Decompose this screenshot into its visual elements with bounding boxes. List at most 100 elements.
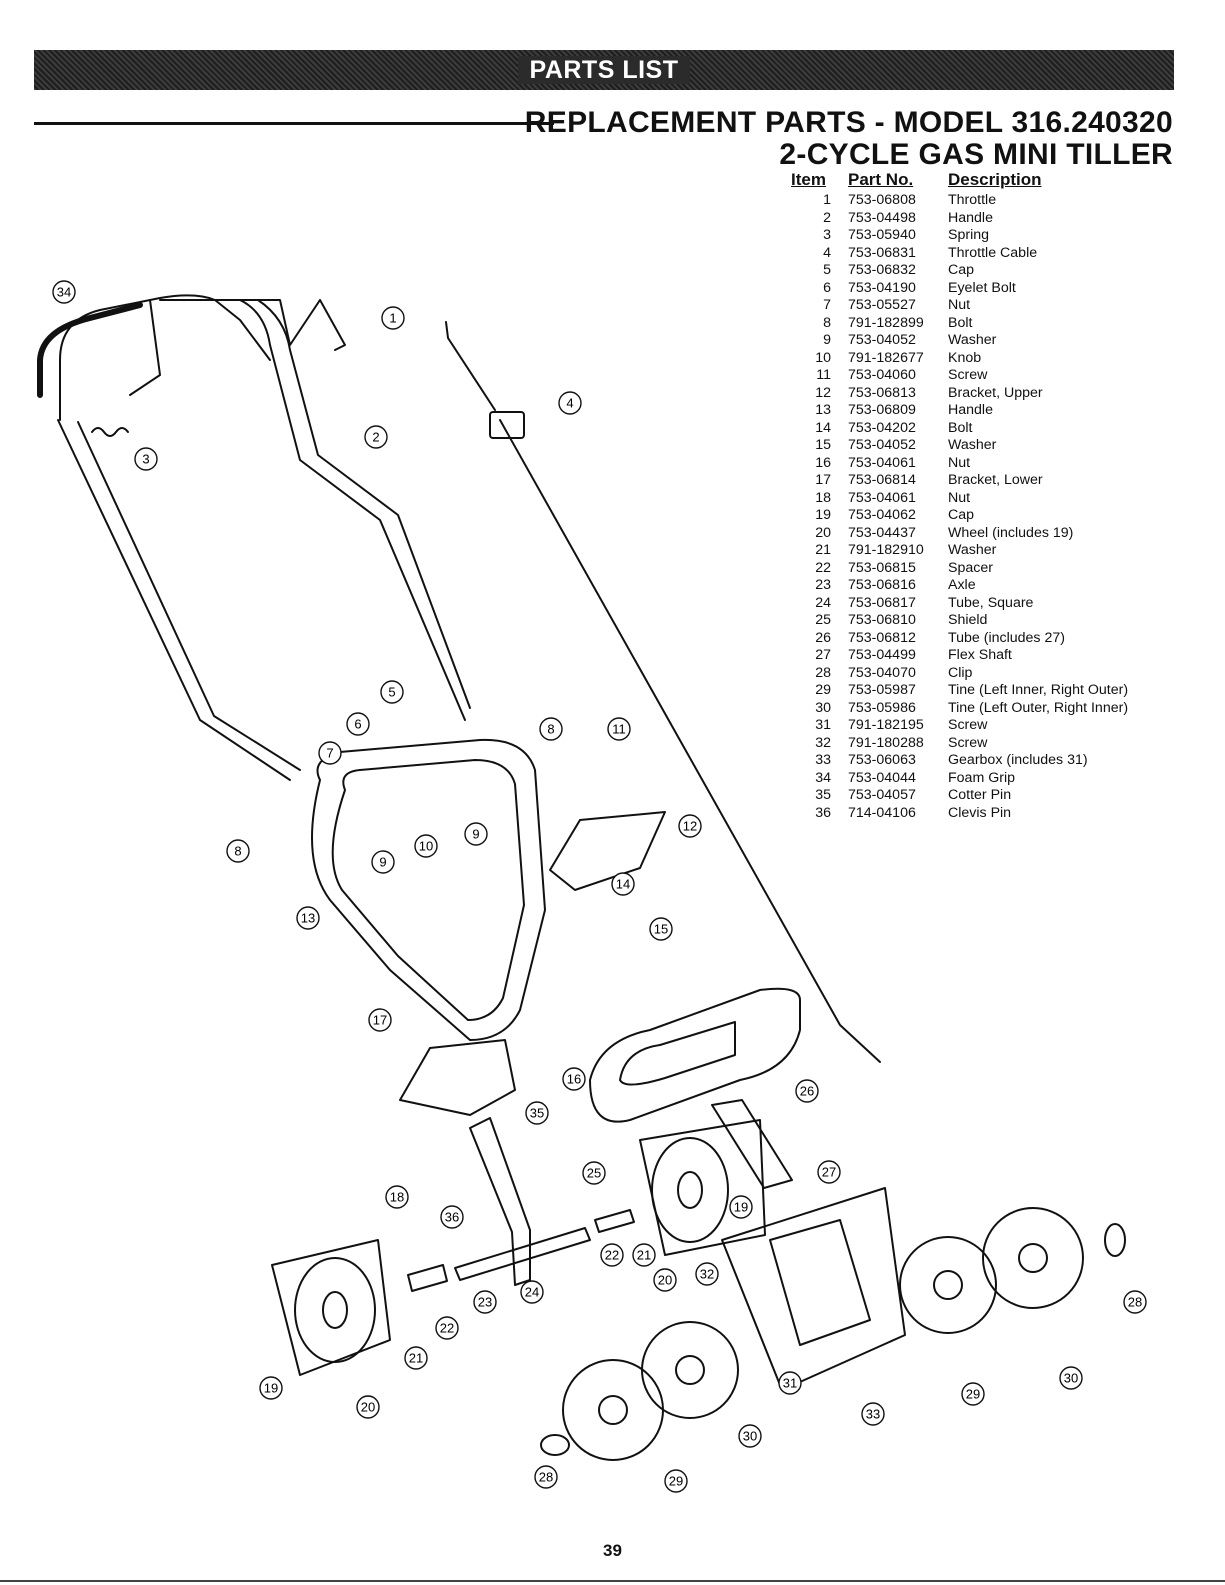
row-part-no: 753-04499 (848, 647, 916, 663)
callout-circle (385, 1185, 409, 1209)
row-description: Knob (948, 349, 982, 366)
foam-grip (37, 302, 143, 398)
callout-circle (464, 822, 488, 846)
table-row: 36 714-04106 Clevis Pin (791, 805, 1191, 823)
row-part-no: 791-182195 (848, 717, 924, 733)
row-item: 9 (823, 332, 831, 348)
row-description: Handle (948, 209, 993, 226)
callout-label: 21 (637, 1248, 651, 1263)
callout-circle (520, 1280, 544, 1304)
page-title: REPLACEMENT PARTS - MODEL 316.240320 (524, 106, 1173, 139)
row-description: Clevis Pin (948, 804, 1012, 821)
row-item: 11 (816, 367, 831, 383)
callout-circle (440, 1205, 464, 1229)
callout-20: 20 (653, 1268, 677, 1292)
row-item: 32 (815, 734, 831, 751)
callout-circle (961, 1382, 985, 1406)
row-item: 13 (815, 402, 831, 418)
row-item: 3 (823, 227, 831, 243)
row-item: 26 (815, 629, 831, 646)
row-part-no: 753-05940 (848, 227, 916, 243)
tine-left-inner (562, 1359, 664, 1461)
callout-circle (582, 1161, 606, 1185)
callout-label: 2 (372, 430, 379, 445)
header-part-no: Part No. (848, 170, 914, 189)
callout-17: 17 (368, 1008, 392, 1032)
row-item: 20 (815, 524, 831, 541)
callout-21: 21 (404, 1346, 428, 1370)
callout-label: 8 (547, 722, 554, 737)
shield (589, 987, 801, 1123)
callout-25: 25 (582, 1161, 606, 1185)
row-description: Washer (948, 332, 997, 348)
callout-9: 9 (371, 850, 395, 874)
row-part-no: 791-182910 (848, 542, 924, 558)
callout-3: 3 (134, 447, 158, 471)
square-tube (469, 1117, 531, 1286)
callout-label: 3 (142, 452, 149, 467)
row-description: Gearbox (includes 31) (948, 752, 1088, 768)
callout-circle (558, 391, 582, 415)
spacer-left (407, 1264, 448, 1292)
parts-list-banner: PARTS LIST (34, 50, 1174, 90)
callout-label: 16 (567, 1072, 581, 1087)
row-description: Tube (includes 27) (948, 629, 1065, 646)
row-part-no: 753-06816 (848, 577, 916, 593)
callout-circle (296, 906, 320, 930)
lower-bracket (399, 1039, 516, 1116)
row-description: Cap (948, 262, 975, 278)
row-part-no: 753-04202 (848, 419, 916, 436)
spring (91, 427, 129, 437)
row-item: 36 (815, 804, 831, 821)
callout-label: 19 (734, 1200, 748, 1215)
row-item: 27 (815, 647, 831, 663)
row-part-no: 791-180288 (848, 734, 924, 751)
callout-label: 30 (1064, 1371, 1078, 1386)
callout-label: 17 (373, 1013, 387, 1028)
row-item: 33 (815, 752, 831, 768)
gearbox (769, 1219, 871, 1346)
callout-circle (134, 447, 158, 471)
callout-28: 28 (534, 1465, 558, 1489)
row-item: 10 (815, 349, 831, 366)
row-part-no: 753-06813 (848, 384, 916, 401)
row-item: 18 (815, 489, 831, 506)
row-part-no: 714-04106 (848, 804, 916, 821)
callout-circle (729, 1195, 753, 1219)
row-item: 15 (815, 437, 831, 453)
callout-label: 19 (264, 1381, 278, 1396)
row-part-no: 753-05987 (848, 682, 916, 698)
callout-circle (861, 1402, 885, 1426)
row-description: Nut (948, 297, 971, 313)
row-description: Cap (948, 507, 975, 523)
callout-label: 29 (966, 1387, 980, 1402)
row-description: Spacer (948, 559, 993, 576)
callout-circle (318, 741, 342, 765)
callout-23: 23 (473, 1290, 497, 1314)
callout-circle (817, 1160, 841, 1184)
row-description: Eyelet Bolt (948, 279, 1016, 296)
callout-circle (738, 1424, 762, 1448)
callout-label: 1 (389, 311, 396, 326)
callout-circle (52, 280, 76, 304)
callout-label: 4 (566, 396, 573, 411)
row-item: 5 (823, 262, 831, 278)
upper-bracket (549, 811, 666, 891)
callout-36: 36 (440, 1205, 464, 1229)
row-part-no: 753-06810 (848, 612, 916, 628)
callout-label: 10 (419, 839, 433, 854)
